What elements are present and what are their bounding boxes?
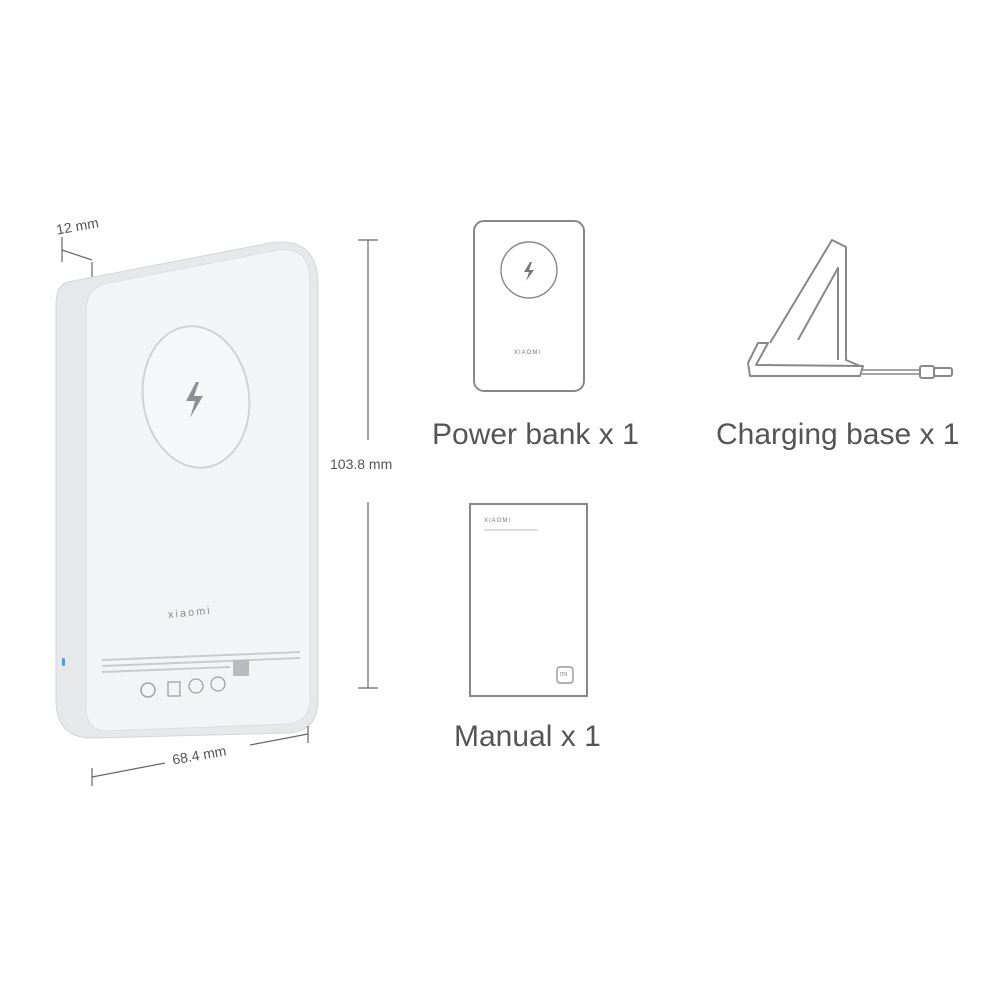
- manual-badge-text: mi: [560, 671, 568, 678]
- width-dimension-line: [91, 726, 309, 786]
- qr-code-icon: [233, 660, 249, 676]
- charging-base-outline-icon: [747, 239, 953, 379]
- certification-icon: [140, 682, 156, 698]
- charging-base-caption: Charging base x 1: [716, 418, 960, 451]
- power-bank-render: [55, 241, 319, 739]
- mi-badge-icon: [556, 666, 574, 684]
- power-bank-outline-icon: [473, 220, 585, 392]
- power-bank-caption: Power bank x 1: [432, 418, 639, 451]
- mini-logo: XIAOMI: [514, 350, 542, 356]
- manual-outline-icon: [469, 503, 588, 697]
- height-dimension-line: [358, 239, 378, 689]
- depth-dimension-line: [61, 237, 93, 277]
- recycle-bin-icon: [167, 681, 181, 697]
- manual-caption: Manual x 1: [454, 720, 601, 753]
- recycle-icon: [188, 678, 204, 694]
- mini-bolt-icon: [524, 262, 534, 281]
- height-label: 103.8 mm: [330, 456, 393, 472]
- manual-logo: XIAOMI: [484, 518, 512, 524]
- status-led: [62, 658, 65, 666]
- cert-mark-icon: [210, 676, 226, 692]
- lightning-bolt-icon: [186, 382, 203, 418]
